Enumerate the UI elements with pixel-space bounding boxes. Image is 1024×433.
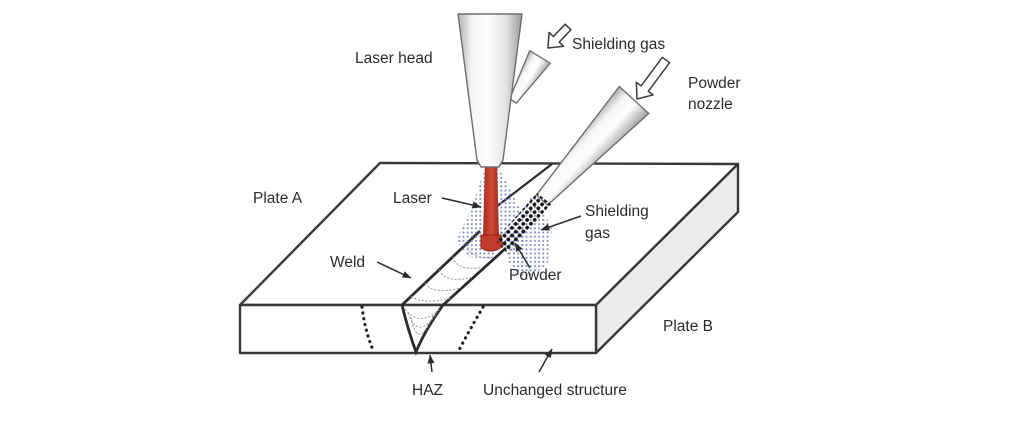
labels: Laser head Shielding gas Powder nozzle P… — [253, 36, 741, 399]
label-powder-nozzle-line1: Powder — [688, 75, 741, 92]
weld-solidification-line — [410, 315, 434, 335]
powder-stream — [495, 193, 551, 254]
leader-lines — [376, 197, 582, 373]
leader-unchanged-structure — [538, 348, 553, 373]
label-shielding-gas-side-line1: Shielding — [585, 203, 649, 220]
label-laser: Laser — [393, 190, 432, 207]
label-weld: Weld — [330, 254, 365, 271]
label-powder-nozzle-line2: nozzle — [688, 96, 733, 113]
flow-arrows — [547, 23, 671, 100]
leader-laser — [441, 197, 482, 209]
label-haz: HAZ — [412, 382, 443, 399]
weld-ripples — [404, 243, 494, 335]
leader-haz — [427, 354, 435, 373]
hardware — [457, 13, 650, 206]
shielding-gas-nozzle — [508, 50, 551, 104]
haz-boundary-right — [457, 305, 485, 352]
weld-solidification-line — [407, 311, 438, 328]
plate-front-face — [238, 303, 598, 355]
leader-weld — [376, 261, 412, 279]
laser-head — [457, 13, 523, 168]
label-powder: Powder — [509, 267, 562, 284]
weld-groove-right-edge — [442, 246, 507, 307]
label-plate-a: Plate A — [253, 190, 303, 207]
ripple-line — [438, 269, 472, 280]
leader-shielding-gas-side — [540, 215, 582, 231]
label-plate-b: Plate B — [663, 318, 713, 335]
ripple-line — [410, 295, 451, 302]
weld-cross-section-v — [400, 304, 445, 356]
label-unchanged-structure: Unchanged structure — [483, 382, 627, 399]
ripple-line — [452, 256, 483, 269]
leader-powder — [514, 242, 531, 269]
label-laser-head: Laser head — [355, 50, 433, 67]
haz-boundary-left — [360, 305, 375, 352]
powder-flow-arrow-icon — [635, 56, 671, 100]
haz-boundaries — [360, 305, 485, 352]
label-shielding-gas-top: Shielding gas — [572, 36, 665, 53]
laser-beam — [483, 164, 499, 238]
label-shielding-gas-side-line2: gas — [585, 225, 610, 242]
weld-solidification-line — [404, 308, 441, 319]
shielding-gas-flow-arrow-icon — [547, 23, 572, 49]
